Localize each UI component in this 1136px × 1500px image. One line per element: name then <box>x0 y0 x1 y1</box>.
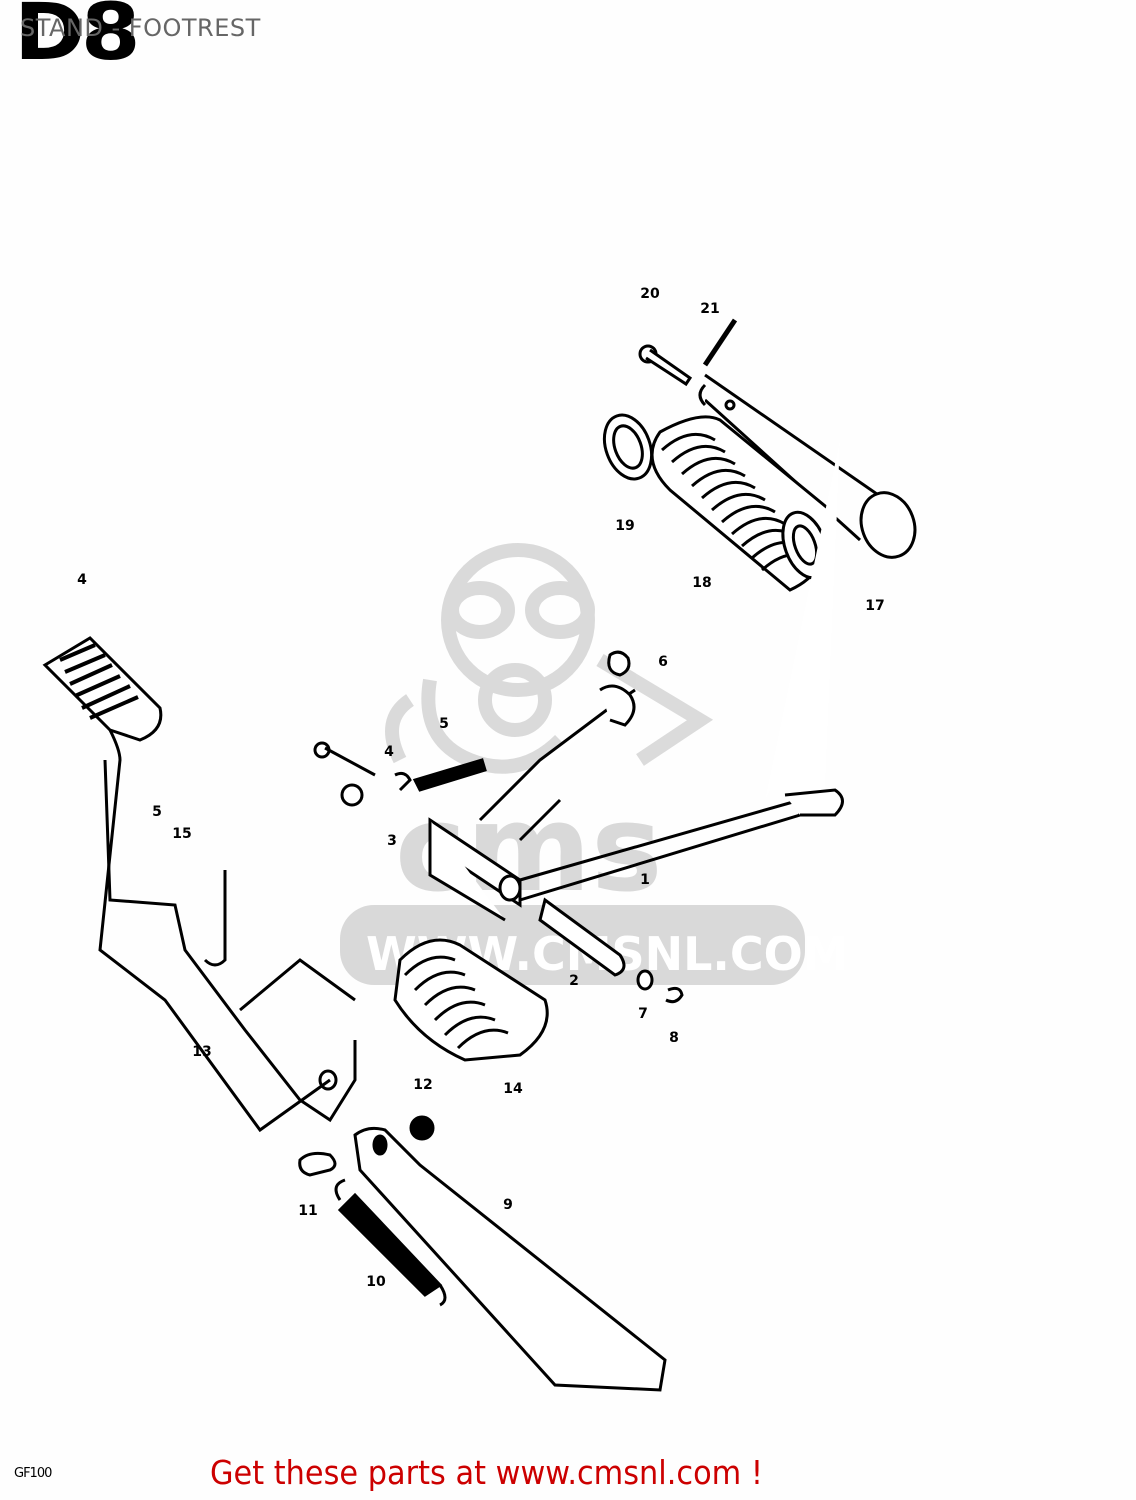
watermark-logo-icon <box>385 543 714 774</box>
part-label-18: 18 <box>692 575 712 591</box>
part-label-5b: 5 <box>152 804 162 820</box>
part-label-4b: 4 <box>384 744 394 760</box>
pivot-parts <box>607 650 684 1004</box>
part-label-15: 15 <box>172 826 192 842</box>
side-stand-assembly <box>298 1115 667 1392</box>
footrest-bar <box>103 759 357 1123</box>
part-label-8: 8 <box>669 1030 679 1046</box>
part-label-9: 9 <box>503 1197 513 1213</box>
part-label-1: 1 <box>640 872 650 888</box>
footrest-right-assembly <box>602 318 917 592</box>
sheet-code: D8 <box>14 0 141 78</box>
bolt-parts <box>313 741 487 807</box>
get-parts-link[interactable]: Get these parts at www.cmsnl.com ! <box>210 1453 764 1492</box>
center-stand <box>428 440 844 977</box>
part-label-21: 21 <box>700 301 720 317</box>
footrest-left-rubber <box>42 636 331 1133</box>
footrest-rubber-14 <box>393 938 549 1062</box>
part-label-12: 12 <box>413 1077 433 1093</box>
part-label-17: 17 <box>865 598 885 614</box>
part-label-4a: 4 <box>77 572 87 588</box>
part-label-5a: 5 <box>439 716 449 732</box>
part-label-3: 3 <box>387 833 397 849</box>
part-label-6: 6 <box>658 654 668 670</box>
model-code: GF100 <box>14 1466 52 1481</box>
part-label-14: 14 <box>503 1081 523 1097</box>
part-label-20: 20 <box>640 286 660 302</box>
part-label-13: 13 <box>192 1044 212 1060</box>
part-label-19: 19 <box>615 518 635 534</box>
part-label-10: 10 <box>366 1274 386 1290</box>
part-label-2: 2 <box>569 973 579 989</box>
part-label-11: 11 <box>298 1203 318 1219</box>
part-label-7: 7 <box>638 1006 648 1022</box>
page-title: STAND - FOOTREST <box>20 14 261 42</box>
